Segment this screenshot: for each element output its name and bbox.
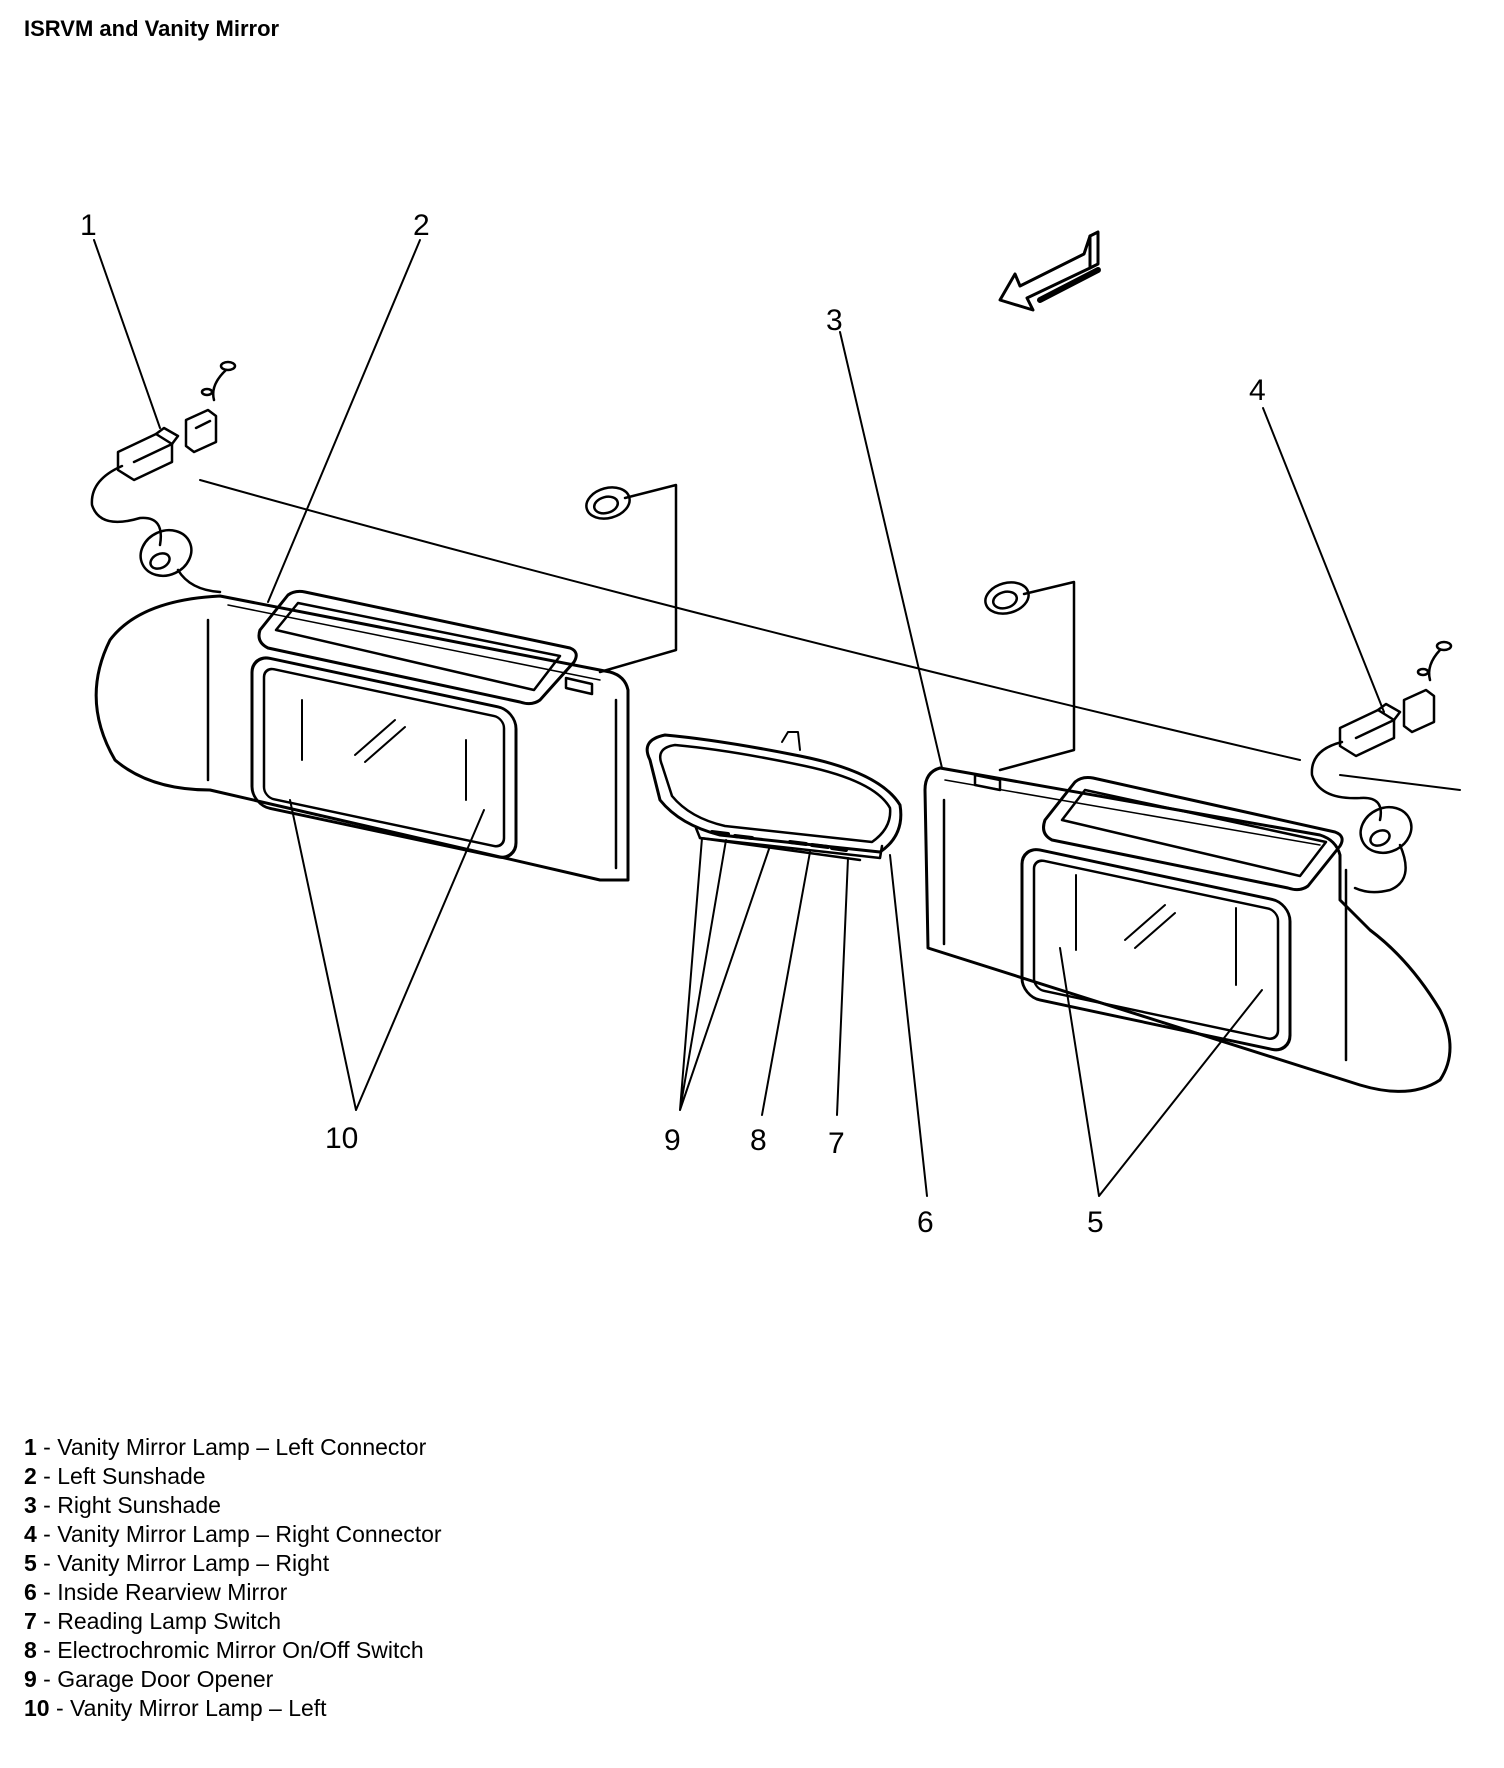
callout-9: 9 [664, 1124, 681, 1157]
callout-5: 5 [1087, 1206, 1104, 1239]
left-sunshade [94, 589, 630, 882]
left-connector [90, 360, 237, 594]
legend-item: 2 - Left Sunshade [24, 1463, 206, 1489]
headliner-edge-line [199, 479, 1301, 761]
legend-item: 8 - Electrochromic Mirror On/Off Switch [24, 1637, 424, 1663]
right-sunshade [923, 766, 1452, 1093]
left-sunshade-clip [585, 483, 678, 674]
callout-2: 2 [413, 209, 430, 242]
forward-arrow-icon [998, 230, 1101, 312]
callout-6: 6 [917, 1206, 934, 1239]
callout-7: 7 [828, 1127, 845, 1160]
inside-rearview-mirror [645, 731, 903, 862]
callout-10: 10 [325, 1122, 358, 1155]
legend-item: 3 - Right Sunshade [24, 1492, 221, 1518]
headliner-edge-line-right [1339, 774, 1461, 791]
callout-1: 1 [80, 209, 97, 242]
legend-item: 9 - Garage Door Opener [24, 1666, 274, 1692]
leader-lines [93, 239, 1385, 1197]
legend-item: 7 - Reading Lamp Switch [24, 1608, 281, 1634]
right-sunshade-clip [984, 580, 1076, 772]
legend-item: 10 - Vanity Mirror Lamp – Left [24, 1695, 327, 1721]
legend-item: 5 - Vanity Mirror Lamp – Right [24, 1550, 330, 1576]
callout-3: 3 [826, 304, 843, 337]
parts-legend: 1 - Vanity Mirror Lamp – Left Connector … [24, 1433, 442, 1723]
callout-8: 8 [750, 1124, 767, 1157]
callout-4: 4 [1249, 374, 1266, 407]
page-title: ISRVM and Vanity Mirror [24, 16, 280, 41]
legend-item: 6 - Inside Rearview Mirror [24, 1579, 288, 1605]
legend-item: 4 - Vanity Mirror Lamp – Right Connector [24, 1521, 442, 1547]
legend-item: 1 - Vanity Mirror Lamp – Left Connector [24, 1434, 427, 1460]
exploded-view-diagram: 1 2 3 4 5 6 7 8 9 10 [80, 209, 1461, 1239]
